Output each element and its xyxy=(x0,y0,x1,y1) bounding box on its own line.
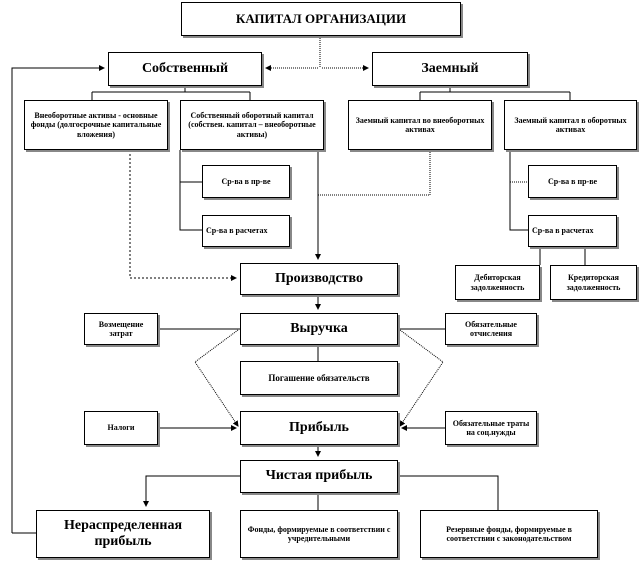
social-expenses-box: Обязательные траты на соц.нужды xyxy=(445,411,537,445)
profit-box: Прибыль xyxy=(240,411,398,445)
debt-repayment-box: Погашение обязательств xyxy=(240,361,398,395)
own-fixed-assets-box: Внеоборотные активы - основные фонды (до… xyxy=(24,100,168,150)
net-profit-box: Чистая прибыль xyxy=(240,460,398,493)
production-box: Производство xyxy=(240,263,398,295)
capital-title: КАПИТАЛ ОРГАНИЗАЦИИ xyxy=(181,2,461,36)
taxes-box: Налоги xyxy=(84,411,158,445)
right-production-funds-box: Ср-ва в пр-ве xyxy=(528,165,617,198)
own-working-capital-box: Собственный оборотный капитал (собствен.… xyxy=(180,100,324,150)
cost-recovery-box: Возмещение затрат xyxy=(84,313,158,345)
reserve-funds-box: Резервные фонды, формируемые в соответст… xyxy=(420,510,598,558)
borrowed-working-box: Заемный капитал в оборотных активах xyxy=(504,100,637,150)
left-settlement-funds-box: Ср-ва в расчетах xyxy=(202,215,290,247)
founder-funds-box: Фонды, формируемые в соответствии с учре… xyxy=(240,510,398,558)
retained-earnings-box: Нераспределенная прибыль xyxy=(36,510,210,558)
payables-box: Кредиторская задолженность xyxy=(550,265,637,300)
mandatory-deductions-box: Обязательные отчисления xyxy=(445,313,537,345)
left-production-funds-box: Ср-ва в пр-ве xyxy=(202,165,290,198)
borrowed-capital-box: Заемный xyxy=(372,52,528,86)
revenue-box: Выручка xyxy=(240,313,398,345)
borrowed-fixed-box: Заемный капитал во внеоборотных активах xyxy=(348,100,492,150)
own-capital-box: Собственный xyxy=(108,52,262,86)
receivables-box: Дебиторская задолженность xyxy=(455,265,540,300)
right-settlement-funds-box: Ср-ва в расчетах xyxy=(528,215,617,247)
